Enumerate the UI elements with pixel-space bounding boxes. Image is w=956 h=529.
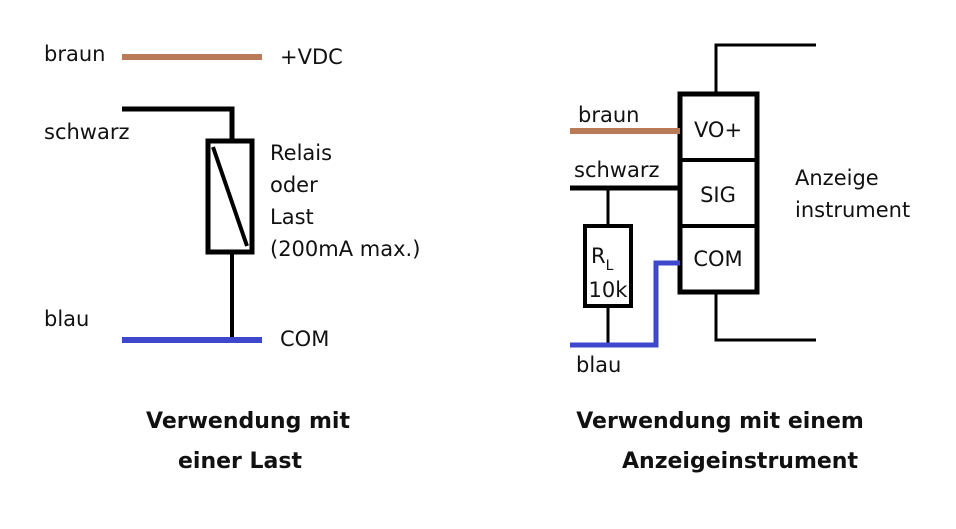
left-diagram: braun +VDC schwarz Relais oder Last (200… bbox=[44, 42, 420, 474]
load-label-line-3: Last bbox=[270, 205, 314, 229]
terminal-sig: SIG bbox=[700, 183, 736, 207]
resistor-label: RL bbox=[591, 244, 614, 274]
left-caption-line-2: einer Last bbox=[178, 449, 303, 474]
left-blau-label: blau bbox=[44, 307, 89, 331]
right-blue-wire bbox=[570, 260, 680, 348]
instrument-top-lead bbox=[714, 43, 816, 94]
right-diagram: VO+ SIG COM Anzeige instrument braun sch… bbox=[570, 43, 910, 474]
load-label-line-2: oder bbox=[270, 173, 318, 197]
right-braun-label: braun bbox=[578, 103, 639, 127]
right-schwarz-label: schwarz bbox=[574, 158, 660, 182]
left-vdc-label: +VDC bbox=[280, 45, 343, 69]
instrument-box bbox=[677, 91, 760, 295]
load-label-line-4: (200mA max.) bbox=[270, 237, 420, 261]
relay-diagonal bbox=[211, 146, 249, 247]
left-braun-label: braun bbox=[44, 42, 105, 66]
resistor-value: 10k bbox=[589, 278, 629, 302]
right-caption-line-2: Anzeigeinstrument bbox=[622, 449, 858, 474]
right-caption-line-1: Verwendung mit einem bbox=[576, 409, 864, 434]
load-label-line-1: Relais bbox=[270, 141, 332, 165]
instrument-bottom-lead bbox=[714, 292, 816, 342]
terminal-vo-plus: VO+ bbox=[694, 118, 742, 142]
left-schwarz-label: schwarz bbox=[44, 120, 130, 144]
terminal-com: COM bbox=[693, 247, 742, 271]
right-blau-label: blau bbox=[576, 353, 621, 377]
left-caption-line-1: Verwendung mit bbox=[146, 409, 350, 434]
left-black-wire bbox=[122, 106, 235, 141]
instrument-label-line-2: instrument bbox=[795, 198, 910, 222]
instrument-label-line-1: Anzeige bbox=[795, 166, 879, 190]
left-com-label: COM bbox=[280, 327, 329, 351]
